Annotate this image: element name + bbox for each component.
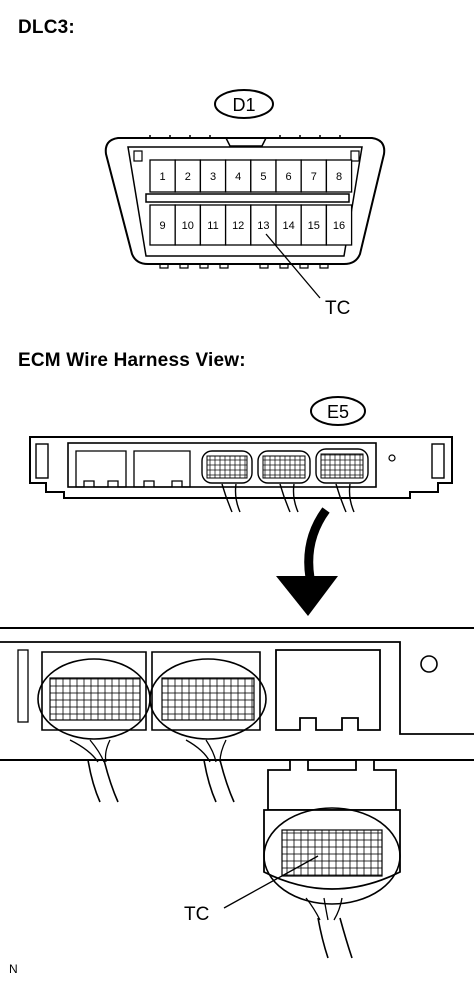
dlc3-pin-number: 15 <box>308 220 320 232</box>
ecm-id-label: E5 <box>327 402 349 422</box>
dlc3-pin-cell <box>325 204 353 246</box>
corner-note: N <box>9 962 18 976</box>
dlc3-pin-number: 13 <box>257 220 269 232</box>
dlc3-pin-number: 1 <box>160 171 166 183</box>
dlc3-pin-cell <box>325 159 353 193</box>
dlc3-pin-number: 3 <box>210 171 216 183</box>
dlc3-id-label: D1 <box>232 95 255 115</box>
dlc3-pin-number: 6 <box>286 171 292 183</box>
zoom-arrow <box>276 507 338 616</box>
ecm-enlarged <box>0 627 474 959</box>
dlc3-pin-number: 4 <box>235 171 241 183</box>
dlc3-pin-number: 12 <box>232 220 244 232</box>
dlc3-pin-number: 16 <box>333 220 345 232</box>
ecm-tc-leader <box>223 855 319 909</box>
dlc3-pin-cell <box>224 159 252 193</box>
dlc3-tc-label: TC <box>325 298 350 319</box>
ecm-harness-heading: ECM Wire Harness View: <box>18 350 246 371</box>
dlc3-pin-number: 8 <box>336 171 342 183</box>
ecm-overview <box>29 396 453 513</box>
dlc3-pin-cell <box>174 204 202 246</box>
dlc3-pin-number: 5 <box>260 171 266 183</box>
dlc3-pin-cell <box>199 204 227 246</box>
dlc3-pin-number: 9 <box>160 220 166 232</box>
dlc3-heading: DLC3: <box>18 17 75 38</box>
dlc3-pin-cell <box>149 204 176 246</box>
dlc3-pin-number: 7 <box>311 171 317 183</box>
dlc3-tc-leader <box>265 233 321 299</box>
dlc3-pin-number: 14 <box>282 220 294 232</box>
dlc3-pin-cell <box>250 204 277 246</box>
dlc3-pin-number: 2 <box>185 171 191 183</box>
ecm-tc-label: TC <box>184 904 209 925</box>
dlc3-pin-number: 11 <box>207 220 218 232</box>
ecm-id-oval <box>310 396 366 426</box>
dlc3-pin-number: 10 <box>182 220 194 232</box>
dlc3-id-oval <box>214 89 274 119</box>
